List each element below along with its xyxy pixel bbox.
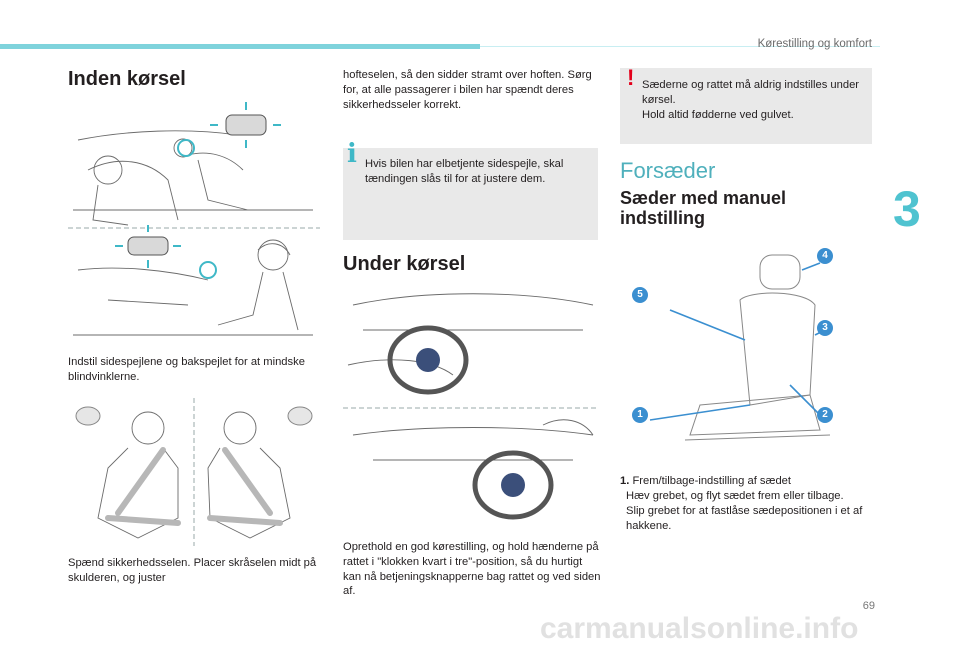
header-thin-line xyxy=(480,46,880,47)
header-accent-bar xyxy=(0,44,480,49)
seat-item-1: 1. Frem/tilbage-indstilling af sædet xyxy=(620,474,875,489)
seat-badge-2: 2 xyxy=(817,407,833,423)
item-title: Frem/tilbage-indstilling af sædet xyxy=(632,475,792,487)
mirror-adjust-illustration xyxy=(68,102,320,336)
continued-text: hofteselen, så den sidder stramt over ho… xyxy=(343,69,592,111)
bullet-text: Slip grebet for at fastlåse sædeposition… xyxy=(626,505,863,532)
item-number: 1. xyxy=(620,475,630,487)
seat-badge-5: 5 xyxy=(632,287,648,303)
seatbelt-illustration xyxy=(75,398,313,546)
caption-wheel: Oprethold en god kørestilling, og hold h… xyxy=(343,541,601,598)
steering-wheel-illustration xyxy=(343,293,598,520)
info-note-box: i Hvis bilen har elbetjente sidespejle, … xyxy=(343,139,598,240)
section-title-forsaeder: Forsæder xyxy=(620,158,716,183)
chapter-number: 3 xyxy=(893,181,921,237)
watermark: carmanualsonline.info xyxy=(540,612,859,645)
seat-bullet-1: Hæv grebet, og flyt sædet frem eller til… xyxy=(620,489,875,504)
heading-under-korsel: Under kørsel xyxy=(343,253,466,275)
info-note-text: Hvis bilen har elbetjente sidespejle, sk… xyxy=(365,158,564,185)
seat-badge-4: 4 xyxy=(817,248,833,264)
caption-belt: Spænd sikkerhedsselen. Placer skråselen … xyxy=(68,557,317,584)
seat-badge-1: 1 xyxy=(632,407,648,423)
bullet-text: Hæv grebet, og flyt sædet frem eller til… xyxy=(626,490,844,502)
warning-note-box: ! Sæderne og rattet må aldrig indstilles… xyxy=(620,65,872,144)
heading-inden-korsel: Inden kørsel xyxy=(68,68,186,90)
seat-bullet-2: Slip grebet for at fastlåse sædeposition… xyxy=(620,504,875,534)
seat-badge-3: 3 xyxy=(817,320,833,336)
subheading-manual-seats: Sæder med manuel indstilling xyxy=(620,188,787,228)
seat-illustration: 1 2 3 4 5 xyxy=(630,245,870,460)
warning-text-2: Hold altid fødderne ved gulvet. xyxy=(642,109,794,121)
info-icon: i xyxy=(347,139,357,169)
chapter-title: Kørestilling og komfort xyxy=(757,38,872,50)
warning-icon: ! xyxy=(627,65,635,90)
warning-text-1: Sæderne og rattet må aldrig indstilles u… xyxy=(642,79,860,106)
page-number: 69 xyxy=(862,600,875,612)
caption-mirrors: Indstil sidespejlene og bakspejlet for a… xyxy=(68,356,305,383)
